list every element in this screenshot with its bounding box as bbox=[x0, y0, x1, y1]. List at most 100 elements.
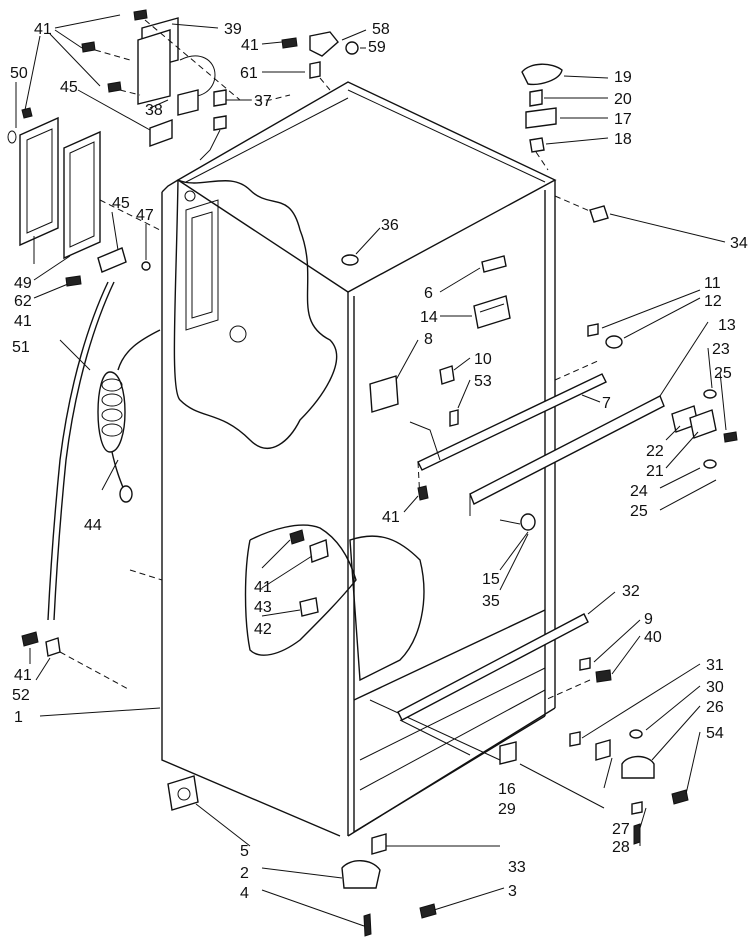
label-36: 36 bbox=[381, 217, 399, 234]
label-23: 23 bbox=[712, 341, 730, 358]
label-25: 25 bbox=[714, 365, 732, 382]
upper-right-hinge bbox=[521, 63, 563, 171]
label-3: 3 bbox=[508, 883, 517, 900]
label-34: 34 bbox=[730, 235, 748, 252]
part-45-lower bbox=[97, 247, 127, 273]
part-5 bbox=[167, 775, 199, 811]
label-49: 49 bbox=[14, 275, 32, 292]
label-21: 21 bbox=[646, 463, 664, 480]
part-51 bbox=[47, 281, 109, 621]
label-61: 61 bbox=[240, 65, 258, 82]
part-labels: 41 39 58 41 59 50 45 61 19 20 38 37 17 1… bbox=[10, 21, 748, 902]
liner-cutaway bbox=[173, 179, 425, 682]
part-12 bbox=[605, 335, 623, 349]
label-32: 32 bbox=[622, 583, 640, 600]
label-16: 16 bbox=[498, 781, 516, 798]
label-13: 13 bbox=[718, 317, 736, 334]
part-43 bbox=[309, 539, 329, 563]
leader-lines bbox=[15, 14, 727, 927]
part-15 bbox=[520, 513, 536, 531]
label-24: 24 bbox=[630, 483, 648, 500]
label-6: 6 bbox=[424, 285, 433, 302]
label-5: 5 bbox=[240, 843, 249, 860]
part-29 bbox=[595, 739, 611, 761]
part-2 bbox=[341, 860, 381, 889]
label-41: 41 bbox=[14, 667, 32, 684]
part-6 bbox=[481, 255, 507, 273]
label-40: 40 bbox=[644, 629, 662, 646]
screw-41-bottom bbox=[21, 631, 39, 647]
screw-41-lower bbox=[289, 529, 305, 545]
part-36 bbox=[341, 254, 359, 266]
label-12: 12 bbox=[704, 293, 722, 310]
label-41: 41 bbox=[241, 37, 259, 54]
label-38: 38 bbox=[145, 102, 163, 119]
label-50: 50 bbox=[10, 65, 28, 82]
leveler-assembly bbox=[621, 729, 689, 845]
label-53: 53 bbox=[474, 373, 492, 390]
label-1: 1 bbox=[14, 709, 23, 726]
label-19: 19 bbox=[614, 69, 632, 86]
label-27: 27 bbox=[612, 821, 630, 838]
part-33 bbox=[371, 833, 387, 855]
part-10 bbox=[439, 365, 455, 385]
label-54: 54 bbox=[706, 725, 724, 742]
part-34 bbox=[589, 205, 609, 223]
label-18: 18 bbox=[614, 131, 632, 148]
label-47: 47 bbox=[136, 207, 154, 224]
screw-41-center bbox=[417, 485, 429, 501]
label-8: 8 bbox=[424, 331, 433, 348]
rail-hardware bbox=[671, 389, 738, 469]
label-58: 58 bbox=[372, 21, 390, 38]
label-9: 9 bbox=[644, 611, 653, 628]
label-52: 52 bbox=[12, 687, 30, 704]
part-44 bbox=[97, 329, 161, 503]
label-17: 17 bbox=[614, 111, 632, 128]
top-bracket bbox=[81, 9, 291, 161]
label-2: 2 bbox=[240, 865, 249, 882]
cabinet-body bbox=[161, 81, 557, 837]
part-11 bbox=[587, 323, 599, 337]
label-11: 11 bbox=[704, 275, 721, 292]
part-42 bbox=[299, 597, 319, 617]
label-15: 15 bbox=[482, 571, 500, 588]
label-4: 4 bbox=[240, 885, 249, 902]
label-10: 10 bbox=[474, 351, 492, 368]
label-20: 20 bbox=[614, 91, 632, 108]
label-42: 42 bbox=[254, 621, 272, 638]
shelf-rails bbox=[409, 373, 665, 516]
label-37: 37 bbox=[254, 93, 272, 110]
part-9 bbox=[579, 657, 591, 671]
label-25: 25 bbox=[630, 503, 648, 520]
label-22: 22 bbox=[646, 443, 664, 460]
label-41: 41 bbox=[382, 509, 400, 526]
label-31: 31 bbox=[706, 657, 724, 674]
label-62: 62 bbox=[14, 293, 32, 310]
hinge-plate-assembly bbox=[7, 107, 101, 260]
label-39: 39 bbox=[224, 21, 242, 38]
label-29: 29 bbox=[498, 801, 516, 818]
label-41: 41 bbox=[14, 313, 32, 330]
label-45: 45 bbox=[60, 79, 78, 96]
label-51: 51 bbox=[12, 339, 30, 356]
part-47 bbox=[141, 261, 151, 271]
label-41: 41 bbox=[254, 579, 272, 596]
label-44: 44 bbox=[84, 517, 102, 534]
label-26: 26 bbox=[706, 699, 724, 716]
label-45: 45 bbox=[112, 195, 130, 212]
label-14: 14 bbox=[420, 309, 438, 326]
part-53 bbox=[449, 409, 459, 427]
part-16 bbox=[499, 741, 517, 765]
part-32 bbox=[397, 613, 589, 721]
part-52 bbox=[45, 637, 61, 657]
label-30: 30 bbox=[706, 679, 724, 696]
label-43: 43 bbox=[254, 599, 272, 616]
part-4 bbox=[363, 913, 372, 937]
label-41: 41 bbox=[34, 21, 52, 38]
part-3 bbox=[419, 903, 437, 919]
part-31 bbox=[569, 731, 581, 747]
part-14 bbox=[473, 295, 511, 329]
screw-41-left bbox=[65, 275, 82, 287]
